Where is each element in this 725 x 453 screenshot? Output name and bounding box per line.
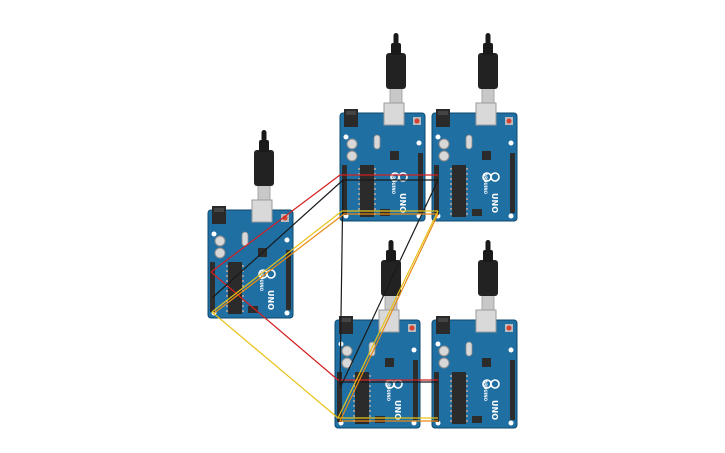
wire-red[interactable] [210,174,438,273]
board-left[interactable]: UNO ARDUINO [207,129,294,319]
usb-cable-icon [380,239,402,315]
board-brand: ARDUINO [391,173,396,195]
board-top-mid[interactable]: UNO ARDUINO [339,32,426,222]
wires [210,174,439,422]
arduino-uno-board-icon [431,309,518,429]
board-label: UNO [490,193,499,213]
wire-orange[interactable] [339,213,439,422]
wire-yellow[interactable] [211,210,438,313]
usb-cable-icon [253,129,275,205]
board-brand: ARDUINO [483,173,488,195]
wire-yellow[interactable] [211,311,339,419]
board-label: UNO [398,193,407,213]
wire-red[interactable] [210,271,438,381]
board-bottom-mid[interactable]: UNO ARDUINO [334,239,421,429]
arduino-uno-board-icon [339,102,426,222]
wire-black[interactable] [339,179,344,386]
board-brand: ARDUINO [386,380,391,402]
board-label: UNO [266,290,275,310]
usb-cable-icon [385,32,407,108]
board-label: UNO [393,400,402,420]
usb-cable-icon [477,239,499,315]
wire-orange[interactable] [212,213,438,315]
board-brand: ARDUINO [483,380,488,402]
usb-cable-icon [477,32,499,108]
wire-black[interactable] [339,179,439,389]
board-bottom-right[interactable]: UNO ARDUINO [431,239,518,429]
board-brand: ARDUINO [259,270,264,292]
board-label: UNO [490,400,499,420]
arduino-uno-board-icon [334,309,421,429]
board-top-right[interactable]: UNO ARDUINO [431,32,518,222]
arduino-uno-board-icon [431,102,518,222]
